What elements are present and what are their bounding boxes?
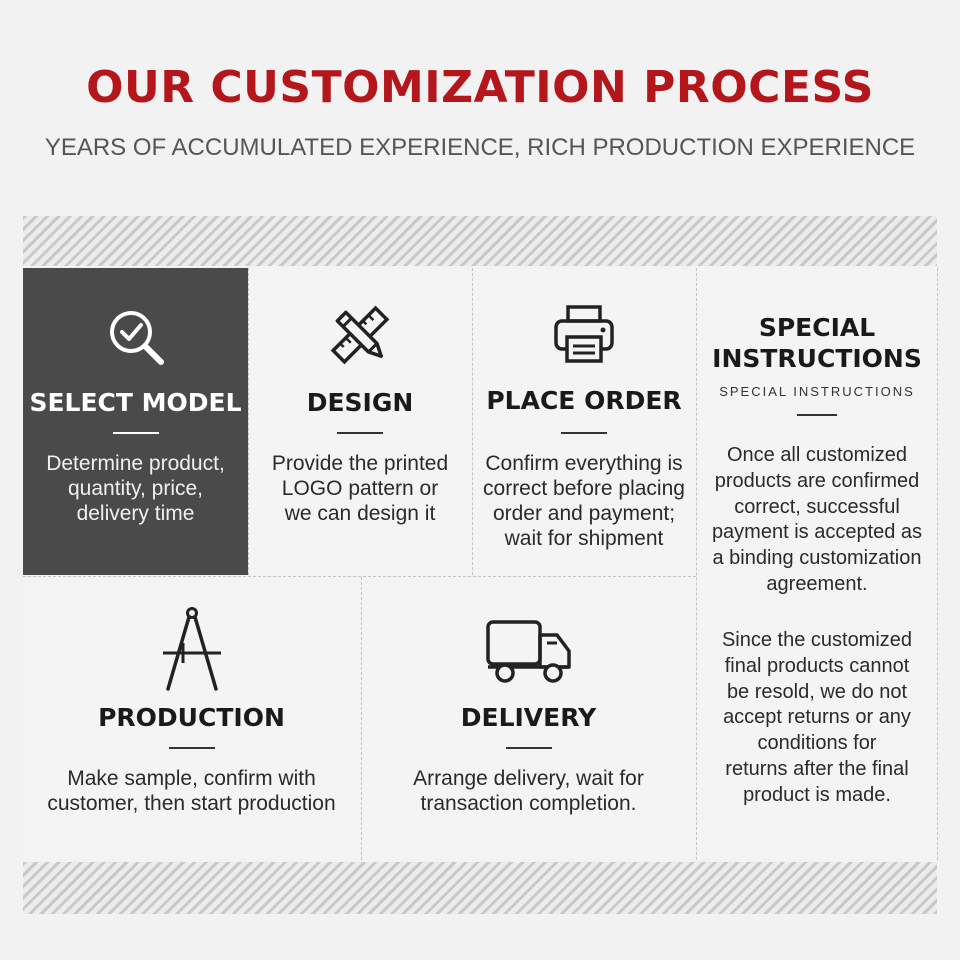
divider xyxy=(248,268,249,575)
bottom-stripe-band xyxy=(23,862,937,914)
ruler-pencil-icon xyxy=(330,305,390,365)
divider xyxy=(696,268,697,860)
step-description: Arrange delivery, wait for transaction c… xyxy=(413,767,644,815)
step-title: DESIGN xyxy=(306,388,414,417)
step-title: SELECT MODEL xyxy=(29,388,242,417)
step-place-order: PLACE ORDER Confirm everything is correc… xyxy=(473,268,695,575)
compass-icon xyxy=(162,607,221,691)
title-underline xyxy=(505,747,552,749)
special-paragraph-1: Once all customized products are confirm… xyxy=(711,444,923,595)
special-paragraph-2: Since the customized final products cann… xyxy=(721,629,913,806)
title-underline xyxy=(337,432,383,434)
step-description: Provide the printed LOGO pattern or we c… xyxy=(271,452,449,525)
step-title: PRODUCTION xyxy=(98,703,285,732)
step-design: DESIGN Provide the printed LOGO pattern … xyxy=(249,268,471,575)
special-title: SPECIAL INSTRUCTIONS xyxy=(712,313,922,373)
step-delivery: DELIVERY Arrange delivery, wait for tran… xyxy=(362,577,695,860)
step-title: PLACE ORDER xyxy=(486,386,682,415)
top-stripe-band xyxy=(23,216,937,266)
step-description: Make sample, confirm with customer, then… xyxy=(47,767,336,815)
page-title: OUR CUSTOMIZATION PROCESS xyxy=(86,62,874,113)
step-title: DELIVERY xyxy=(460,703,597,732)
divider xyxy=(361,577,362,860)
special-instructions: SPECIAL INSTRUCTIONS SPECIAL INSTRUCTION… xyxy=(697,268,937,860)
printer-icon xyxy=(554,305,614,363)
page-subtitle: YEARS OF ACCUMULATED EXPERIENCE, RICH PR… xyxy=(44,134,916,161)
divider xyxy=(23,576,696,577)
delivery-truck-icon xyxy=(485,620,571,683)
title-underline xyxy=(561,432,607,434)
special-subtitle: SPECIAL INSTRUCTIONS xyxy=(719,384,915,399)
step-description: Determine product, quantity, price, deli… xyxy=(46,452,225,525)
title-underline xyxy=(168,747,215,749)
divider xyxy=(472,268,473,575)
magnifier-check-icon xyxy=(109,311,164,365)
title-underline xyxy=(112,432,159,434)
title-underline xyxy=(797,414,837,416)
step-select-model: SELECT MODEL Determine product, quantity… xyxy=(23,268,248,575)
step-description: Confirm everything is correct before pla… xyxy=(483,452,685,550)
divider xyxy=(937,268,938,860)
step-production: PRODUCTION Make sample, confirm with cus… xyxy=(23,577,360,860)
